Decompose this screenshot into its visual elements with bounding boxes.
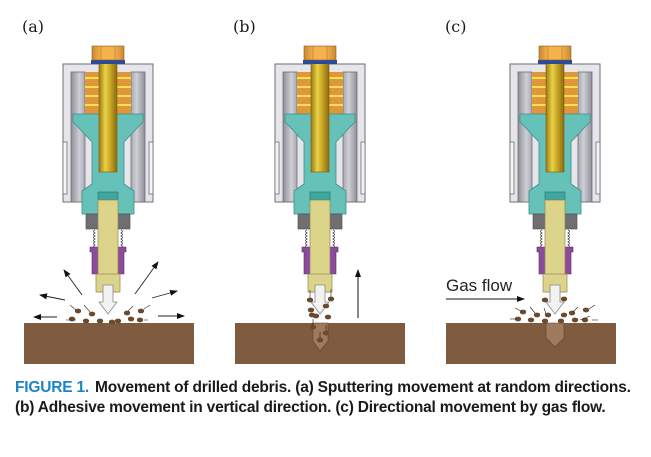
- debris-trails-c: [510, 304, 598, 321]
- panel-c: Gas flow: [446, 45, 616, 364]
- substrate-c: [446, 323, 616, 364]
- drill-tool-c: [509, 45, 601, 315]
- debris-trails-b: [309, 289, 332, 338]
- gas-flow-label: Gas flow: [446, 276, 513, 295]
- figure-caption: FIGURE 1.Movement of drilled debris. (a)…: [15, 378, 645, 418]
- drill-tool-a: [62, 45, 154, 315]
- caption-text: Movement of drilled debris. (a) Sputteri…: [15, 379, 631, 416]
- figure-number: FIGURE 1.: [15, 379, 89, 396]
- debris-trails-a: [66, 304, 151, 321]
- panel-a-label: (a): [22, 17, 44, 36]
- panel-b: [235, 45, 405, 364]
- panel-a: [24, 45, 194, 364]
- figure-diagram: (a) (b) (c): [22, 17, 616, 364]
- panel-b-label: (b): [233, 17, 256, 36]
- panel-c-label: (c): [445, 17, 466, 36]
- drilled-hole-b: [312, 322, 329, 352]
- drill-tool-b: [274, 45, 366, 315]
- sputter-arrows: [33, 261, 185, 320]
- substrate-a: [24, 323, 194, 364]
